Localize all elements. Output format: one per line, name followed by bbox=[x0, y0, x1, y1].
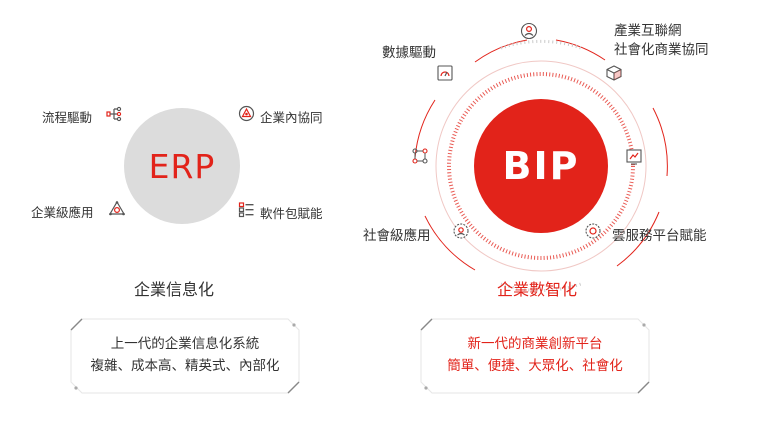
erp-item-software-package: 軟件包賦能 bbox=[260, 206, 323, 221]
data-gauge-icon bbox=[437, 65, 453, 81]
bip-item-cloud-service: 雲服務平台賦能 bbox=[612, 228, 707, 244]
erp-info-box-frame bbox=[70, 318, 300, 394]
erp-circle: ERP bbox=[124, 108, 240, 224]
bip-item-social-app: 社會級應用 bbox=[363, 228, 431, 244]
bip-info-box: 新一代的商業創新平台 簡單、便捷、大眾化、社會化 bbox=[420, 333, 650, 377]
bip-subtitle: 企業數智化 bbox=[497, 280, 578, 299]
bip-rings bbox=[414, 39, 668, 293]
erp-item-process-driven: 流程驅動 bbox=[42, 110, 93, 125]
erp-box-line-1: 上一代的企業信息化系統 bbox=[110, 336, 260, 352]
bip-info-box-frame bbox=[420, 318, 650, 394]
chart-board-icon bbox=[626, 149, 642, 165]
bip-label: BIP bbox=[502, 144, 580, 188]
gear-cloud-icon bbox=[585, 223, 601, 239]
bip-item-social-collaboration: 社會化商業協同 bbox=[614, 42, 709, 58]
bip-box-line-1: 新一代的商業創新平台 bbox=[467, 336, 603, 352]
bip-item-industrial-internet: 產業互聯網 bbox=[614, 23, 682, 39]
erp-info-box: 上一代的企業信息化系統 複雜、成本高、精英式、內部化 bbox=[70, 333, 300, 377]
erp-subtitle: 企業信息化 bbox=[134, 280, 215, 299]
erp-box-line-2: 複雜、成本高、精英式、內部化 bbox=[90, 358, 280, 374]
flow-icon bbox=[106, 106, 122, 122]
package-list-icon bbox=[238, 202, 254, 218]
network-app-icon bbox=[108, 200, 126, 216]
cube-icon bbox=[606, 65, 622, 81]
erp-item-enterprise-app: 企業級應用 bbox=[31, 205, 94, 220]
cloud-user-icon bbox=[520, 22, 538, 40]
bip-box-line-2: 簡單、便捷、大眾化、社會化 bbox=[447, 358, 623, 374]
nodes-icon bbox=[412, 148, 428, 164]
collaboration-icon bbox=[238, 105, 255, 122]
bip-item-data-driven: 數據驅動 bbox=[382, 45, 436, 61]
gear-people-icon bbox=[453, 223, 469, 239]
erp-label: ERP bbox=[148, 146, 216, 186]
erp-item-internal-collaboration: 企業內協同 bbox=[260, 110, 323, 125]
bip-circle: BIP bbox=[475, 100, 607, 232]
